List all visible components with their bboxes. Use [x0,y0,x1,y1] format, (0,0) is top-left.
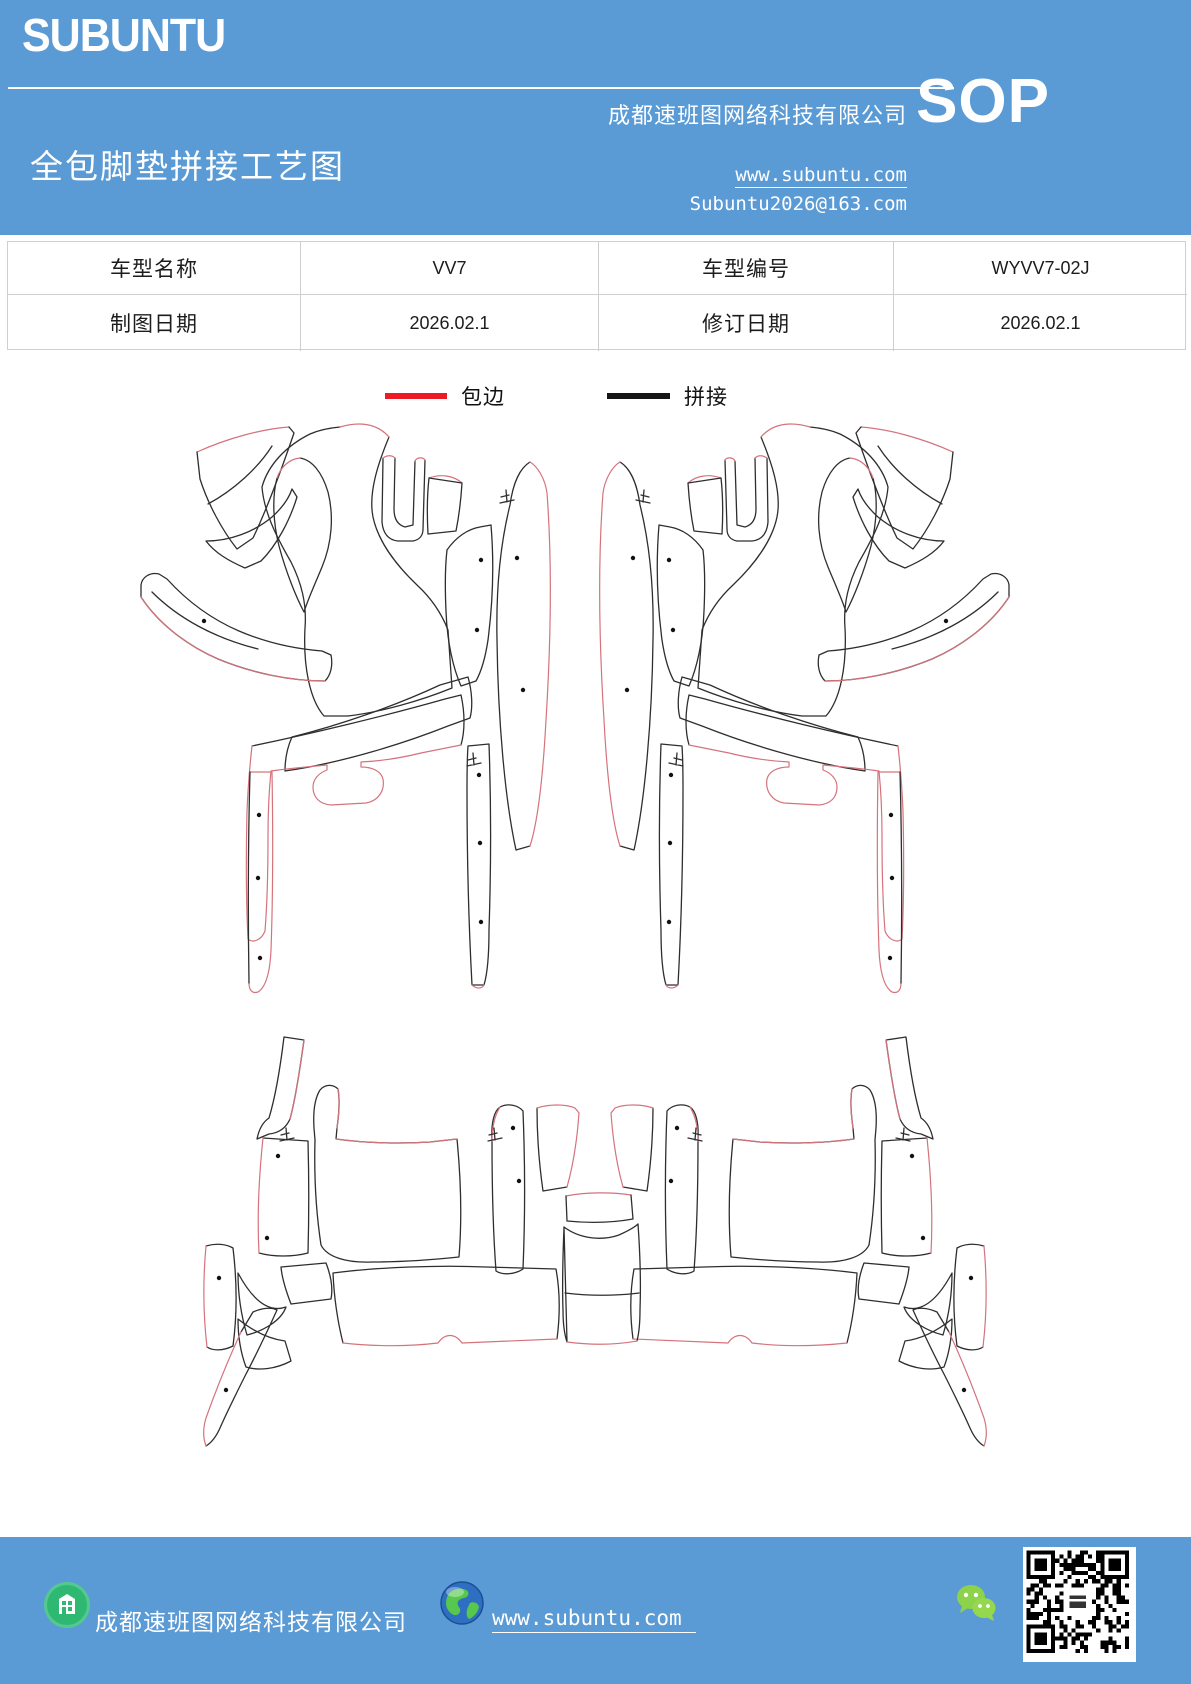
header-website-link[interactable]: www.subuntu.com [735,164,907,188]
table-label-draw-date: 制图日期 [8,295,301,351]
table-value-revise-date: 2026.02.1 [1000,312,1081,333]
table-label-revise-date: 修订日期 [599,295,894,351]
legend-item-binding: 包边 [385,378,505,414]
table-value-model-code: WYVV7-02J [894,242,1187,295]
legend-label-binding: 包边 [461,385,505,409]
building-icon [44,1582,90,1628]
brand-logo: SUBUNTU [22,10,226,62]
globe-icon [440,1581,484,1625]
header-divider [8,87,954,89]
footer-website-link[interactable]: www.subuntu.com [492,1606,696,1633]
header-company-name: 成都速班图网络科技有限公司 [607,103,907,128]
binding-line-swatch [385,393,447,399]
table-label-model-name: 车型名称 [8,242,301,295]
table-value-draw-date: 2026.02.1 [301,295,599,351]
footer-company-name: 成都速班图网络科技有限公司 [95,1610,407,1635]
qr-code [1023,1547,1136,1662]
footer: 成都速班图网络科技有限公司 www.subuntu.com [0,1537,1191,1684]
header-email: Subuntu2026@163.com [689,193,907,215]
legend-label-splice: 拼接 [684,385,728,409]
sop-badge: SOP [916,67,1050,136]
vehicle-info-table: 车型名称 VV7 车型编号 WYVV7-02J 制图日期 2026.02.1 修… [7,241,1187,351]
wechat-icon [957,1585,996,1621]
header: SUBUNTU 全包脚垫拼接工艺图 成都速班图网络科技有限公司 www.subu… [0,0,1191,235]
legend-item-splice: 拼接 [607,378,728,414]
splice-line-swatch [607,393,670,399]
legend: 包边 拼接 [0,378,1191,414]
page-title: 全包脚垫拼接工艺图 [30,150,345,186]
table-value-model-name: VV7 [301,242,599,295]
table-label-model-code: 车型编号 [599,242,894,295]
